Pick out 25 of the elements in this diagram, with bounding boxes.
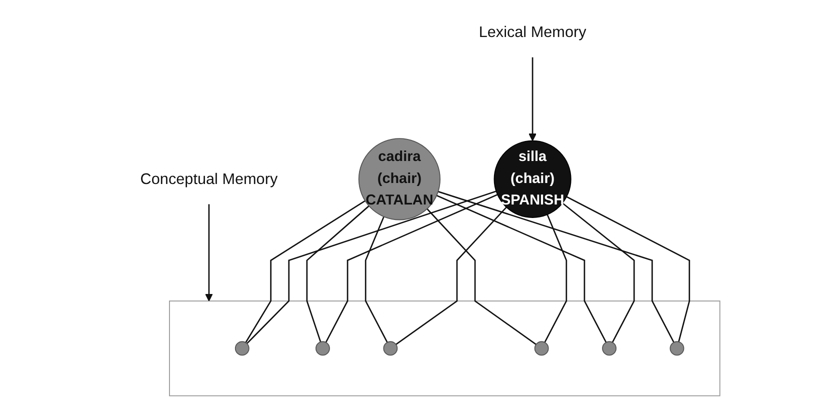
- node-circle: [670, 341, 685, 356]
- node-circle: [235, 341, 250, 356]
- connector: [427, 208, 537, 346]
- node-circle: [534, 341, 550, 356]
- node-circle: [384, 341, 398, 356]
- node-circle: cadira (chair) CATALAN: [358, 138, 441, 220]
- connector: [306, 205, 370, 342]
- connector: [544, 214, 568, 343]
- arrow: [529, 57, 537, 142]
- node-circle: silla (chair) SPANISH: [494, 140, 572, 218]
- arrow: [205, 204, 214, 302]
- node-text: Lexical Memory: [479, 23, 587, 41]
- connector: [438, 190, 675, 343]
- connector: [246, 200, 366, 343]
- node-circle: [602, 341, 617, 356]
- connector: [566, 196, 691, 342]
- connector: [326, 194, 498, 343]
- connector: [396, 206, 508, 346]
- connector: [365, 216, 388, 343]
- cluster: [169, 300, 721, 396]
- node-circle: [316, 341, 330, 356]
- connector: [246, 190, 497, 344]
- connector: [436, 194, 608, 343]
- connector: [562, 202, 636, 343]
- node-text: Conceptual Memory: [140, 170, 278, 188]
